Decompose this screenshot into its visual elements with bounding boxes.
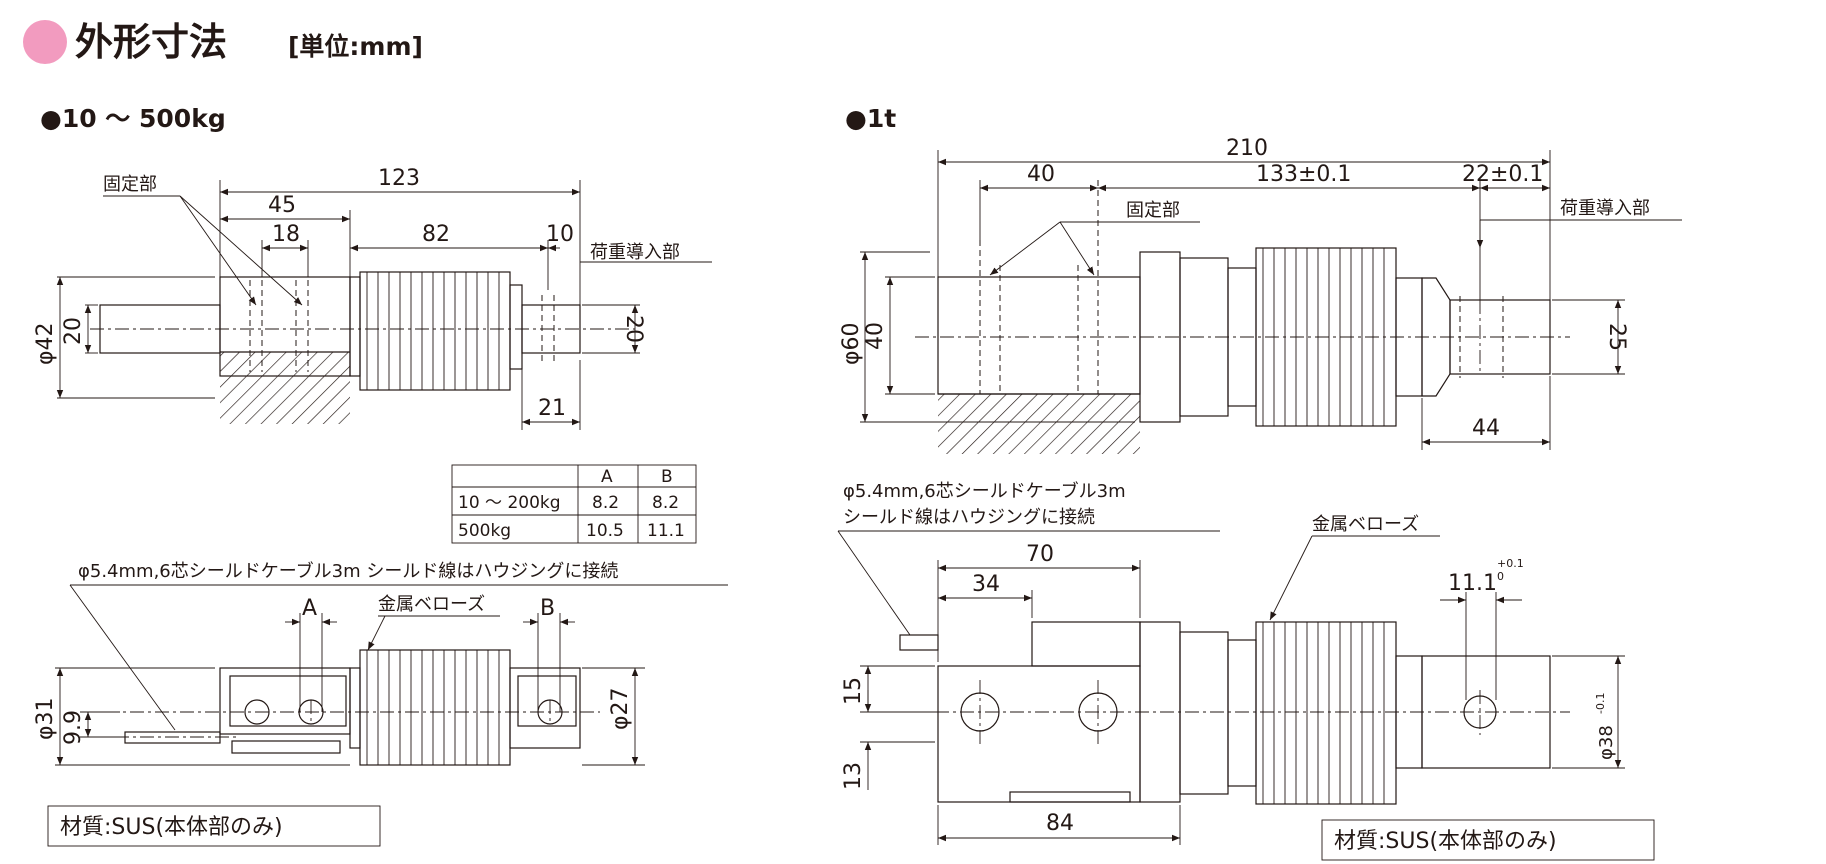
dim-20-right: 20 bbox=[621, 315, 646, 343]
right-side-view: φ5.4mm,6芯シールドケーブル3m シールド線はハウジングに接続 金属ベロー… bbox=[837, 480, 1625, 845]
table-row-1-b: 8.2 bbox=[652, 493, 679, 513]
dim-123: 123 bbox=[378, 166, 420, 191]
dim-40-vert: 40 bbox=[863, 322, 888, 350]
dim-22: 22±0.1 bbox=[1462, 162, 1543, 187]
table-header-a: A bbox=[601, 467, 613, 487]
dim-44: 44 bbox=[1472, 416, 1500, 441]
table-row-2-b: 11.1 bbox=[647, 521, 685, 541]
unit-label: [単位:mm] bbox=[288, 32, 423, 61]
dim-82: 82 bbox=[422, 222, 450, 247]
label-fixed-right: 固定部 bbox=[1126, 200, 1180, 221]
right-top-view bbox=[915, 180, 1570, 454]
material-box-left: 材質:SUS(本体部のみ) bbox=[47, 805, 381, 847]
dim-25: 25 bbox=[1604, 323, 1629, 351]
dim-84: 84 bbox=[1046, 811, 1074, 836]
label-load-right: 荷重導入部 bbox=[1560, 198, 1650, 219]
title-bullet bbox=[23, 20, 67, 64]
left-top-view bbox=[90, 271, 635, 424]
dim-70: 70 bbox=[1026, 542, 1054, 567]
table-row-2-label: 500kg bbox=[458, 521, 511, 541]
label-cable-right-1: φ5.4mm,6芯シールドケーブル3m bbox=[843, 480, 1126, 502]
label-bellows-left: 金属ベローズ bbox=[378, 594, 485, 615]
dim-20-left: 20 bbox=[61, 317, 86, 345]
dim-15: 15 bbox=[841, 677, 866, 705]
label-fixed-left: 固定部 bbox=[103, 174, 157, 195]
material-left: 材質:SUS(本体部のみ) bbox=[60, 815, 283, 840]
dim-21: 21 bbox=[538, 396, 566, 421]
dim-133: 133±0.1 bbox=[1256, 162, 1351, 187]
dim-b-side: B bbox=[540, 596, 555, 621]
dim-18: 18 bbox=[272, 222, 300, 247]
table-header-b: B bbox=[661, 467, 673, 487]
left-top-dimensions: 123 45 18 82 10 φ42 20 20 21 固定部 荷重導入部 bbox=[33, 166, 712, 430]
page-title: 外形寸法 bbox=[75, 20, 227, 64]
dim-11-1-tol-low: 0 bbox=[1497, 570, 1504, 583]
rating-table: A B 10 ～ 200kg 8.2 8.2 500kg 10.5 11.1 bbox=[451, 464, 697, 544]
right-heading: ●1t bbox=[845, 104, 896, 133]
dim-phi42: φ42 bbox=[33, 322, 58, 365]
dim-9-9: 9.9 bbox=[61, 710, 86, 745]
dim-45: 45 bbox=[268, 193, 296, 218]
label-cable-right-2: シールド線はハウジングに接続 bbox=[843, 507, 1095, 528]
dim-11-1-tol-up: +0.1 bbox=[1497, 557, 1524, 570]
dim-34: 34 bbox=[972, 572, 1000, 597]
left-heading: ●10 ～ 500kg bbox=[40, 104, 226, 133]
dim-phi38: φ38 bbox=[1596, 725, 1617, 760]
label-cable-left: φ5.4mm,6芯シールドケーブル3m シールド線はハウジングに接続 bbox=[78, 560, 618, 582]
dim-10: 10 bbox=[546, 222, 574, 247]
label-load-left: 荷重導入部 bbox=[590, 242, 680, 263]
table-row-2-a: 10.5 bbox=[586, 521, 624, 541]
table-row-1-label: 10 ～ 200kg bbox=[458, 493, 561, 513]
left-side-view: φ5.4mm,6芯シールドケーブル3m シールド線はハウジングに接続 A bbox=[33, 560, 728, 766]
dim-phi31: φ31 bbox=[33, 697, 58, 740]
right-top-dimensions: 210 40 133±0.1 22±0.1 固定部 荷重導入部 φ60 40 2… bbox=[839, 136, 1682, 450]
dim-210: 210 bbox=[1226, 136, 1268, 161]
label-bellows-right: 金属ベローズ bbox=[1312, 514, 1419, 535]
material-box-right: 材質:SUS(本体部のみ) bbox=[1321, 819, 1655, 861]
dim-40-top: 40 bbox=[1027, 162, 1055, 187]
dim-phi27: φ27 bbox=[608, 687, 633, 730]
dim-13: 13 bbox=[841, 762, 866, 790]
dim-11-1: 11.1 bbox=[1448, 571, 1497, 596]
dim-phi60: φ60 bbox=[839, 322, 864, 365]
material-right: 材質:SUS(本体部のみ) bbox=[1334, 829, 1557, 854]
table-row-1-a: 8.2 bbox=[592, 493, 619, 513]
dim-a-side: A bbox=[302, 596, 317, 621]
dim-phi38-tol: -0.1 bbox=[1594, 693, 1607, 714]
